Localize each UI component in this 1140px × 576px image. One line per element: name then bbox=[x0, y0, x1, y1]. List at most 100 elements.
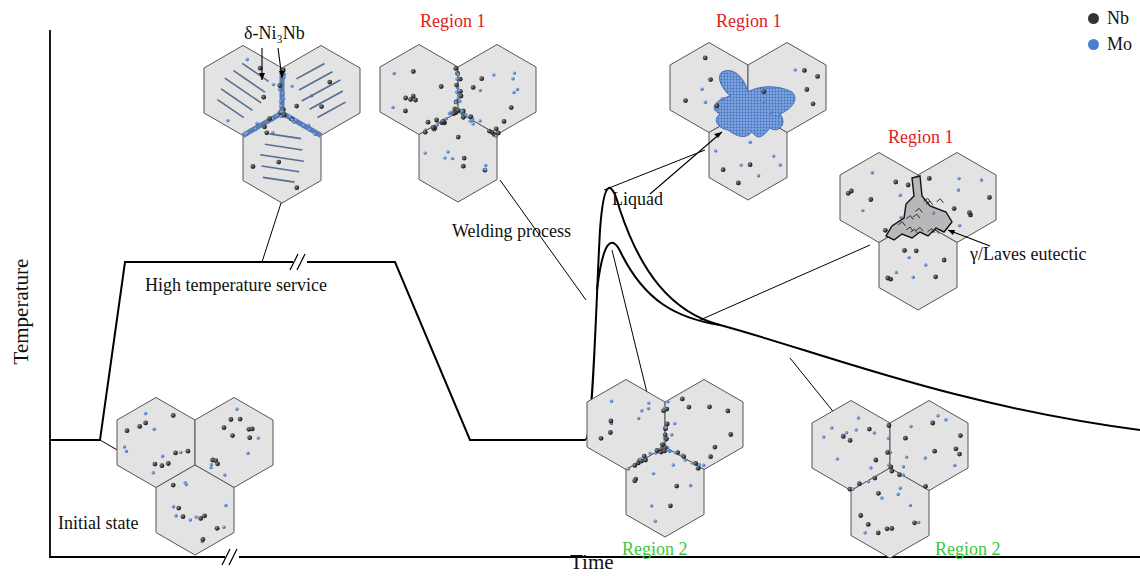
mo-atom bbox=[670, 433, 673, 436]
nb-atom bbox=[456, 135, 461, 140]
mo-atom bbox=[899, 216, 902, 219]
nb-atom bbox=[748, 162, 753, 167]
legend-text: Nb bbox=[1107, 8, 1129, 29]
mo-atom bbox=[455, 90, 458, 93]
nb-atom bbox=[454, 100, 459, 105]
mo-atom bbox=[944, 418, 947, 421]
mo-atom bbox=[672, 463, 675, 466]
mo-atom bbox=[666, 448, 669, 451]
mo-atom bbox=[308, 128, 311, 131]
mo-atom bbox=[478, 119, 481, 122]
mo-atom bbox=[871, 171, 874, 174]
nb-atom bbox=[201, 537, 206, 542]
nb-atom bbox=[885, 276, 890, 281]
nb-atom bbox=[885, 526, 890, 531]
nb-atom bbox=[848, 438, 853, 443]
nb-atom bbox=[171, 413, 176, 418]
mo-atom bbox=[648, 451, 651, 454]
nb-atom bbox=[327, 80, 332, 85]
nb-atom bbox=[655, 448, 660, 453]
mo-atom bbox=[610, 400, 613, 403]
nb-atom bbox=[906, 183, 911, 188]
mo-atom bbox=[899, 487, 902, 490]
nb-atom bbox=[462, 156, 467, 161]
mo-atom bbox=[451, 157, 454, 160]
nb-atom bbox=[250, 427, 255, 432]
mo-atom bbox=[704, 101, 707, 104]
nb-atom bbox=[804, 87, 809, 92]
mo-atom bbox=[172, 505, 175, 508]
mo-atom bbox=[512, 91, 515, 94]
nb-atom bbox=[668, 503, 673, 508]
mo-atom bbox=[700, 88, 703, 91]
nb-atom bbox=[198, 516, 203, 521]
nb-atom bbox=[173, 451, 178, 456]
mo-atom bbox=[953, 464, 956, 467]
nb-atom bbox=[294, 104, 299, 109]
mo-atom bbox=[455, 77, 458, 80]
delta-needle bbox=[270, 134, 302, 139]
nb-atom bbox=[403, 96, 408, 101]
arrow-head bbox=[948, 230, 955, 235]
nb-atom bbox=[455, 71, 460, 76]
mo-atom bbox=[905, 455, 908, 458]
nb-atom bbox=[866, 522, 871, 527]
eutectic-texture bbox=[898, 222, 905, 226]
mo-atom bbox=[822, 435, 825, 438]
mo-atom bbox=[484, 164, 487, 167]
nb-atom bbox=[887, 423, 892, 428]
text-label: γ/Laves eutectic bbox=[970, 245, 1086, 265]
nb-atom bbox=[125, 428, 130, 433]
mo-atom bbox=[772, 154, 775, 157]
mo-atom bbox=[836, 457, 839, 460]
nb-atom bbox=[802, 68, 807, 73]
nb-atom bbox=[914, 248, 919, 253]
text-label: Welding process bbox=[452, 222, 571, 242]
nb-atom bbox=[708, 77, 713, 82]
nb-atom bbox=[439, 84, 444, 89]
grain bbox=[282, 46, 360, 136]
mo-atom bbox=[887, 437, 890, 440]
delta-needle bbox=[242, 63, 268, 81]
eutectic-texture bbox=[906, 227, 913, 231]
nb-atom bbox=[858, 513, 863, 518]
nb-atom bbox=[888, 465, 893, 470]
mo-atom bbox=[845, 431, 848, 434]
mo-atom bbox=[454, 101, 457, 104]
mo-atom bbox=[279, 100, 282, 103]
nb-atom bbox=[687, 405, 692, 410]
nb-atom bbox=[942, 258, 947, 263]
nb-atom bbox=[664, 436, 669, 441]
mo-atom bbox=[654, 520, 657, 523]
mo-atom bbox=[863, 531, 866, 534]
nb-atom bbox=[202, 513, 207, 518]
nb-atom bbox=[166, 461, 171, 466]
mo-atom bbox=[189, 518, 192, 521]
nb-atom bbox=[680, 397, 685, 402]
mo-atom bbox=[873, 431, 876, 434]
nb-atom bbox=[696, 466, 701, 471]
mo-atom bbox=[637, 417, 640, 420]
nb-atom bbox=[230, 433, 235, 438]
mo-atom bbox=[246, 58, 249, 61]
text-label: Liquad bbox=[612, 190, 663, 210]
mo-atom bbox=[436, 123, 439, 126]
nb-atom bbox=[707, 404, 712, 409]
delta-phase bbox=[243, 68, 321, 136]
nb-atom bbox=[215, 526, 220, 531]
nb-atom bbox=[434, 117, 439, 122]
nb-atom bbox=[952, 206, 957, 211]
mo-atom bbox=[880, 496, 883, 499]
mo-atom bbox=[461, 110, 464, 113]
nb-atom bbox=[454, 83, 459, 88]
mo-atom bbox=[479, 89, 482, 92]
mo-atom bbox=[153, 428, 156, 431]
callout-arrow bbox=[650, 132, 722, 194]
nb-atom bbox=[423, 130, 428, 135]
nb-atom bbox=[264, 130, 269, 135]
nb-atom bbox=[663, 426, 668, 431]
mo-atom bbox=[257, 436, 260, 439]
callout-arrow bbox=[259, 48, 990, 246]
mo-atom bbox=[640, 409, 643, 412]
mo-atom bbox=[223, 473, 226, 476]
